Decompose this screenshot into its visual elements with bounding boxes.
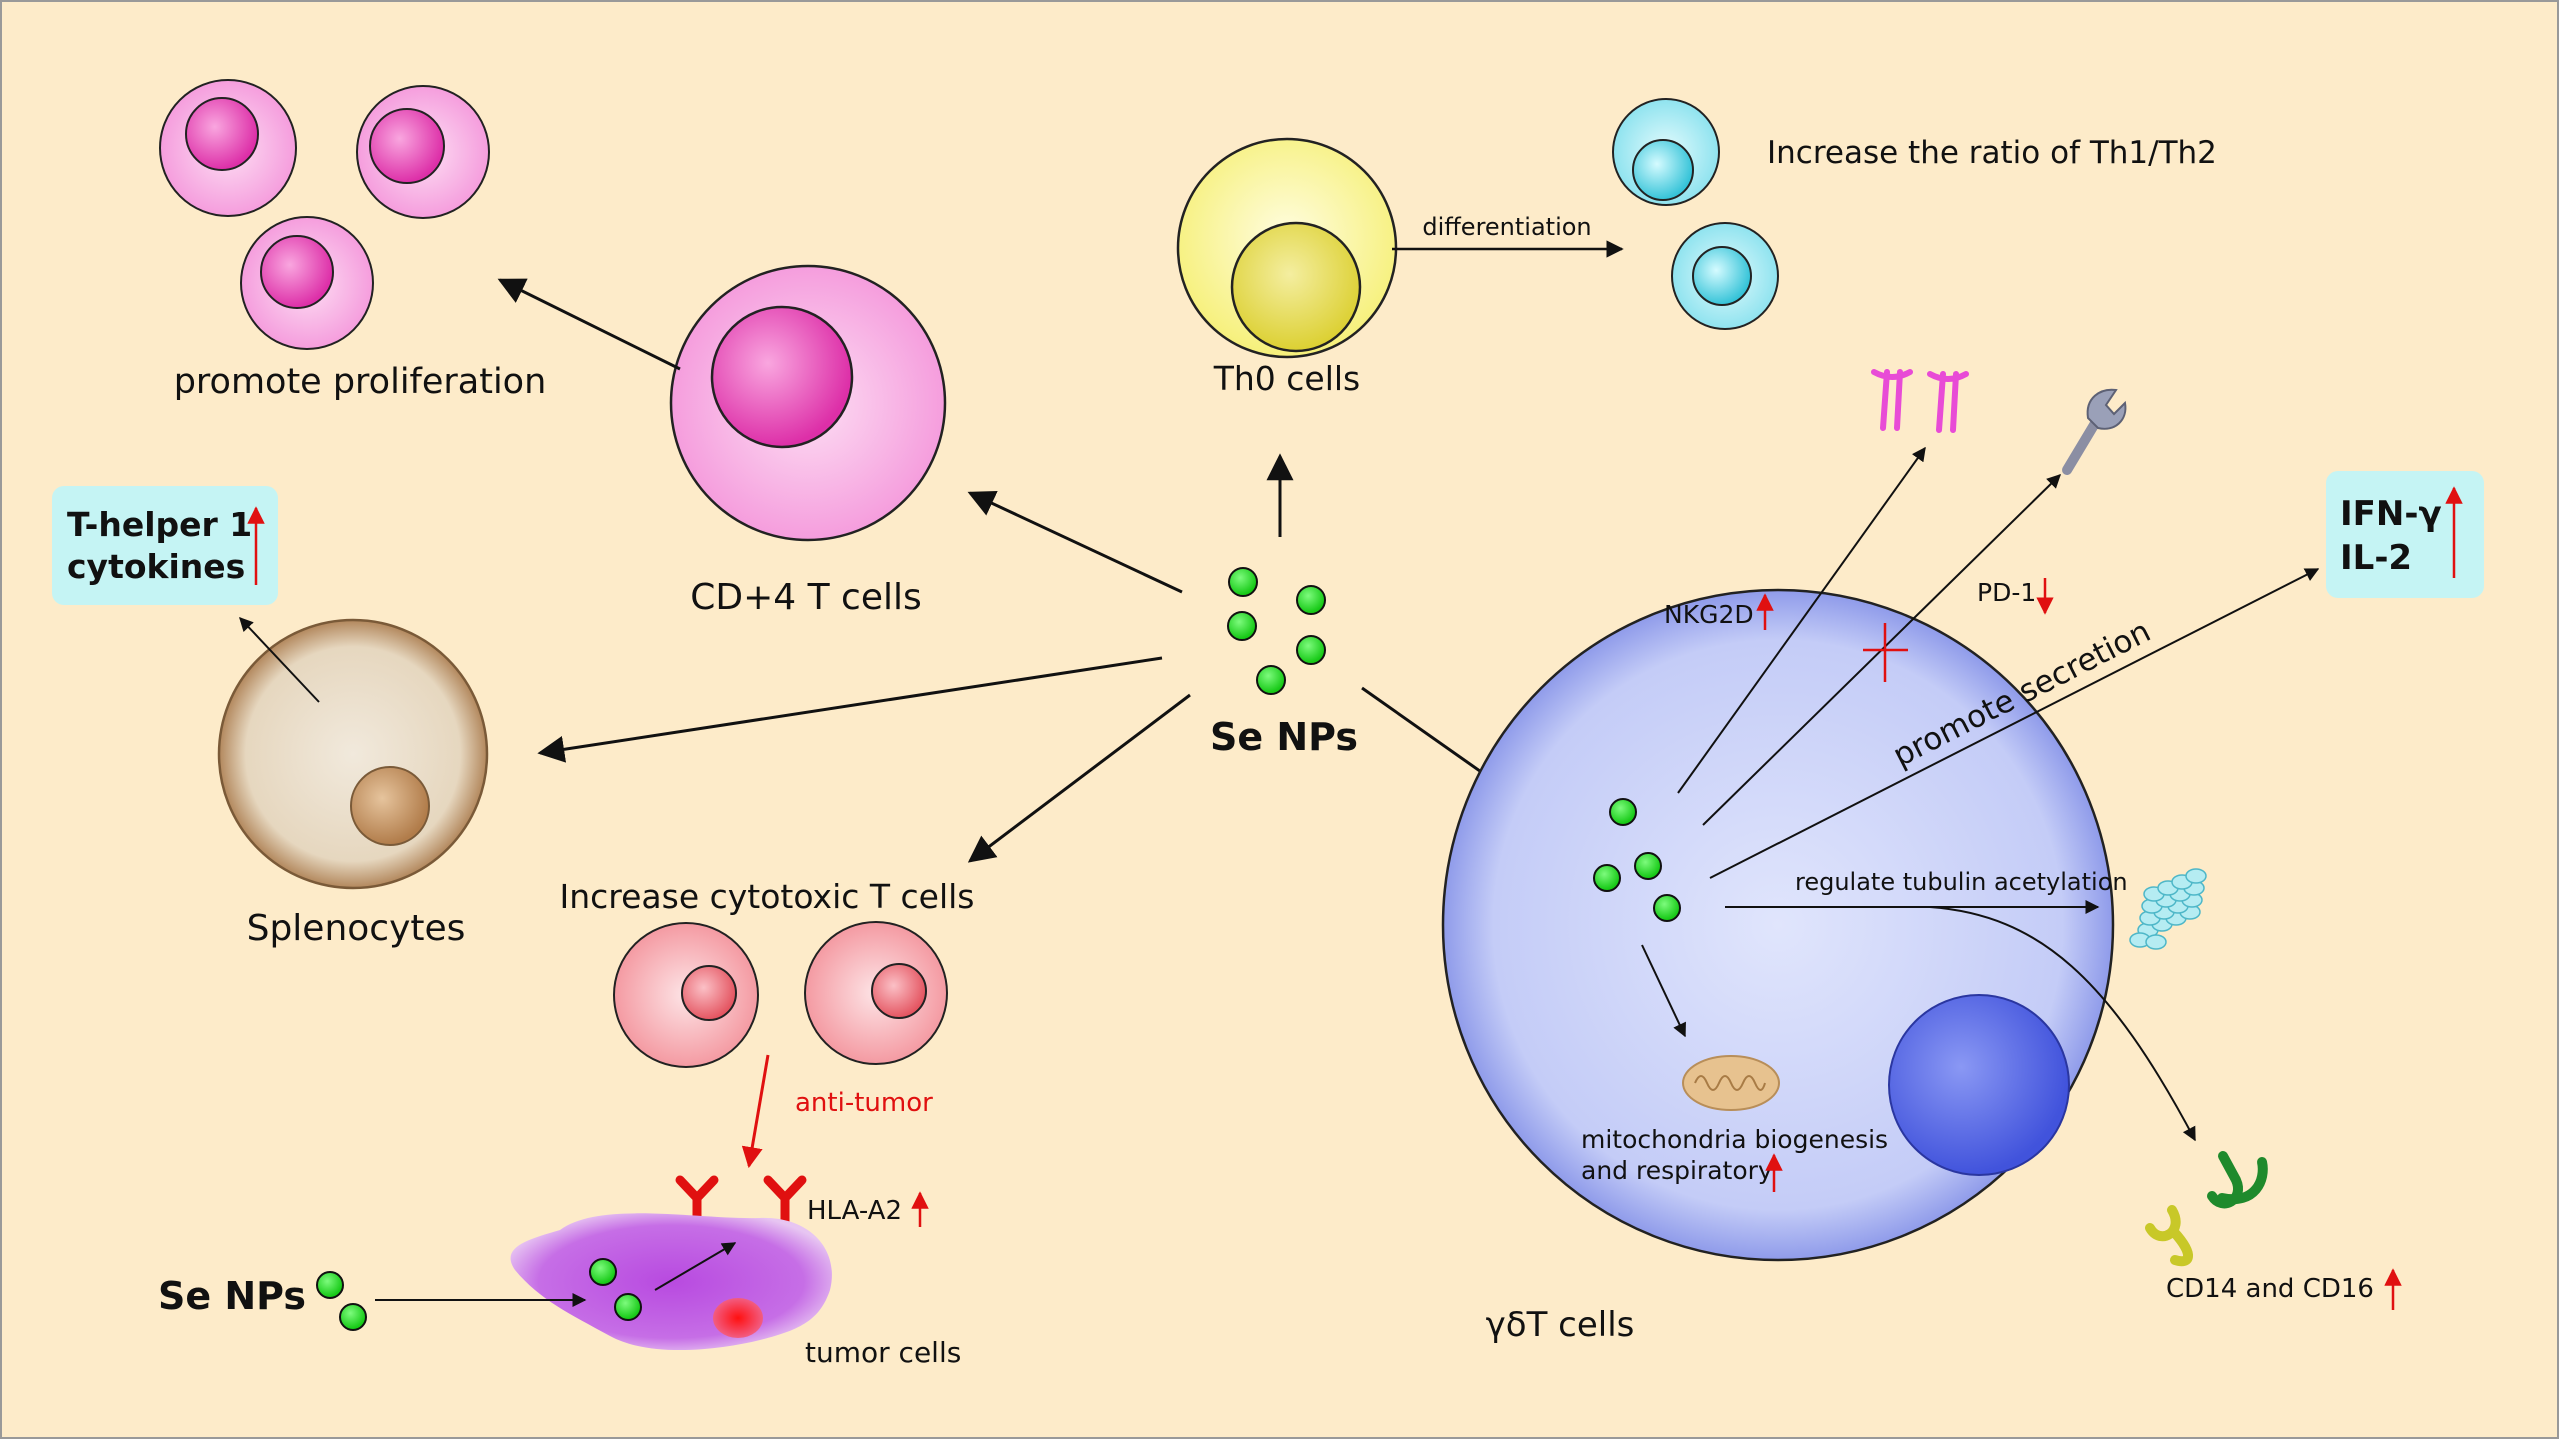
th1-th2-cells xyxy=(1612,98,1779,330)
proliferated-cd4-cells xyxy=(159,79,490,350)
se-nps-center xyxy=(1227,567,1326,695)
arrow-promote-secretion xyxy=(1709,568,2320,879)
pd1-receptor-icon xyxy=(2062,388,2127,475)
label-th0-cells: Th0 cells xyxy=(1213,359,1361,398)
th0-cell xyxy=(1176,137,1398,359)
label-pd1: PD-1 xyxy=(1977,578,2036,607)
arrow-to-cd4 xyxy=(967,491,1183,594)
mitochondria-icon xyxy=(1682,1055,1780,1111)
nkg2d-receptor-icon xyxy=(1871,369,1969,433)
tubulin-icon xyxy=(2129,868,2207,950)
inhibition-cross-icon xyxy=(1863,623,1908,682)
arrow-to-proliferation xyxy=(497,278,681,371)
label-cytokines: cytokines xyxy=(67,547,245,586)
label-gamma-delta-t: γδT cells xyxy=(1486,1305,1635,1345)
tumor-cell xyxy=(510,1213,832,1351)
label-hla-a2: HLA-A2 xyxy=(807,1196,902,1226)
label-mito-line1: mitochondria biogenesis xyxy=(1581,1125,1888,1154)
cd14-cd16-receptor-icon xyxy=(2145,1151,2268,1267)
label-increase-ratio: Increase the ratio of Th1/Th2 xyxy=(1767,135,2217,171)
label-se-nps-center: Se NPs xyxy=(1210,715,1358,759)
arrow-to-nkg2d xyxy=(1677,446,1926,794)
label-cd4-t-cells: CD+4 T cells xyxy=(690,577,922,618)
label-increase-cytotoxic: Increase cytotoxic T cells xyxy=(559,877,974,916)
splenocyte xyxy=(217,618,489,890)
se-nps-inside-gd xyxy=(1593,798,1681,922)
arrow-anti-tumor xyxy=(741,1054,770,1169)
label-splenocytes: Splenocytes xyxy=(247,908,466,949)
label-cd14-cd16: CD14 and CD16 xyxy=(2166,1274,2374,1304)
hla-a2-receptor-icon xyxy=(675,1175,807,1227)
se-nps-bottom xyxy=(316,1271,367,1331)
cytotoxic-t-cells xyxy=(613,921,948,1068)
label-regulate-tubulin: regulate tubulin acetylation xyxy=(1795,868,2128,896)
label-t-helper: T-helper 1 xyxy=(67,505,252,544)
label-se-nps-bottom: Se NPs xyxy=(158,1274,306,1318)
label-mito-line2: and respiratory xyxy=(1581,1156,1773,1185)
arrow-to-mitochondria xyxy=(1641,944,1686,1038)
label-il2: IL-2 xyxy=(2340,538,2412,578)
label-nkg2d: NKG2D xyxy=(1664,600,1754,629)
cd4-t-cell xyxy=(669,264,947,542)
label-differentiation: differentiation xyxy=(1422,213,1591,241)
arrow-to-cytotoxic xyxy=(967,693,1191,863)
t-helper-cytokines-box: T-helper 1 cytokines xyxy=(52,486,278,605)
label-tumor-cells: tumor cells xyxy=(805,1336,961,1369)
arrow-splenocyte-to-cytokines xyxy=(239,616,320,703)
arrow-tumor-to-hla xyxy=(654,1242,737,1291)
arrow-to-splenocytes xyxy=(537,656,1163,763)
arrow-to-cd14-cd16 xyxy=(1929,906,2196,1142)
label-promote-proliferation: promote proliferation xyxy=(174,362,547,402)
label-ifn-gamma: IFN-γ xyxy=(2340,494,2442,534)
label-anti-tumor: anti-tumor xyxy=(795,1088,933,1118)
ifn-il2-box: IFN-γ IL-2 xyxy=(2326,471,2484,598)
